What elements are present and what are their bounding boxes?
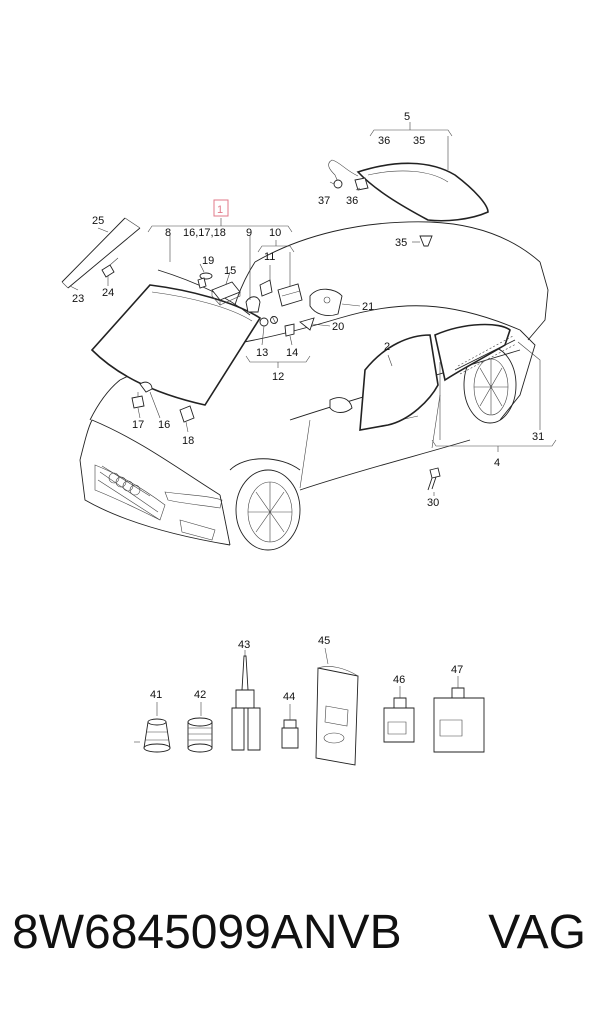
label-8: 8 xyxy=(165,227,171,239)
label-35: 35 xyxy=(395,237,407,249)
rear-window-cable xyxy=(328,159,359,183)
label-47: 47 xyxy=(451,664,463,676)
label-4: 4 xyxy=(494,457,500,469)
cover-15[interactable] xyxy=(211,281,241,306)
label-14: 14 xyxy=(286,347,298,359)
quarter-window[interactable] xyxy=(434,323,511,382)
label-11: 11 xyxy=(264,251,275,263)
label-36: 36 xyxy=(346,195,358,207)
cover-21[interactable] xyxy=(309,288,343,317)
windshield-upper-moulding[interactable] xyxy=(157,269,251,316)
quarter-seal-31[interactable] xyxy=(454,339,516,371)
label-9: 9 xyxy=(246,227,252,239)
label-19: 19 xyxy=(202,255,214,267)
label-16: 16 xyxy=(158,419,170,431)
highlight-box xyxy=(213,199,229,217)
label-16-17-18: 16,17,18 xyxy=(183,227,226,239)
label-23: 23 xyxy=(72,293,84,305)
footer: 8W6845099ANVB VAG xyxy=(0,905,600,985)
label-13: 13 xyxy=(256,347,268,359)
label-42: 42 xyxy=(194,689,206,701)
label-18: 18 xyxy=(182,435,194,447)
accessory-leaders xyxy=(156,647,459,720)
label-35-top: 35 xyxy=(413,135,425,147)
label-12: 12 xyxy=(272,371,284,383)
accessory-42[interactable] xyxy=(187,717,213,753)
bracket-10[interactable] xyxy=(277,283,303,307)
label-41: 41 xyxy=(150,689,162,701)
clip-19[interactable] xyxy=(197,272,213,289)
bolt-30[interactable] xyxy=(427,467,441,491)
label-10: 10 xyxy=(269,227,281,239)
accessory-43[interactable] xyxy=(231,655,261,751)
label-15: 15 xyxy=(224,265,236,277)
leader-lines xyxy=(69,122,557,496)
clip-18[interactable] xyxy=(179,405,195,423)
connector-36[interactable] xyxy=(354,177,369,191)
accessory-44[interactable] xyxy=(281,719,299,749)
clip-35[interactable] xyxy=(419,235,433,247)
clip-17[interactable] xyxy=(131,392,145,409)
part-13[interactable] xyxy=(259,317,269,327)
label-24: 24 xyxy=(102,287,114,299)
windshield[interactable] xyxy=(90,284,262,406)
accessory-45[interactable] xyxy=(315,666,359,766)
parts-diagram: 1 8 16,17,18 9 10 11 19 15 21 20 13 14 1… xyxy=(61,111,557,766)
label-30: 30 xyxy=(427,497,439,509)
rear-window[interactable] xyxy=(356,162,489,222)
label-17: 17 xyxy=(132,419,144,431)
car-body-outline xyxy=(79,221,549,551)
label-1: 1 xyxy=(217,204,223,216)
label-31: 31 xyxy=(532,431,544,443)
clip-20[interactable] xyxy=(299,317,315,331)
accessory-labels: 41 42 43 44 45 46 47 xyxy=(150,635,463,703)
label-2: 2 xyxy=(384,341,390,353)
callout-labels: 1 8 16,17,18 9 10 11 19 15 21 20 13 14 1… xyxy=(72,111,544,509)
label-25: 25 xyxy=(92,215,104,227)
connector-37[interactable] xyxy=(333,179,343,189)
part-14[interactable] xyxy=(284,323,295,337)
part-number: 8W6845099ANVB xyxy=(12,906,402,959)
label-44: 44 xyxy=(283,691,295,703)
accessory-41[interactable] xyxy=(134,718,171,753)
part-13b[interactable] xyxy=(270,315,278,325)
accessory-46[interactable] xyxy=(383,697,415,743)
label-21: 21 xyxy=(362,301,374,313)
label-20: 20 xyxy=(332,321,344,333)
label-37: 37 xyxy=(318,195,330,207)
accessory-47[interactable] xyxy=(433,687,485,753)
label-36-top: 36 xyxy=(378,135,390,147)
a-pillar-trim[interactable] xyxy=(61,217,141,289)
sensor-9[interactable] xyxy=(245,296,261,313)
clip-16[interactable] xyxy=(139,381,153,393)
clip-24[interactable] xyxy=(101,257,119,278)
label-5: 5 xyxy=(404,111,410,123)
label-43: 43 xyxy=(238,639,250,651)
door-window[interactable] xyxy=(359,334,439,431)
label-45: 45 xyxy=(318,635,330,647)
bracket-11[interactable] xyxy=(259,279,273,297)
brand-name: VAG xyxy=(488,906,586,959)
label-46: 46 xyxy=(393,674,405,686)
